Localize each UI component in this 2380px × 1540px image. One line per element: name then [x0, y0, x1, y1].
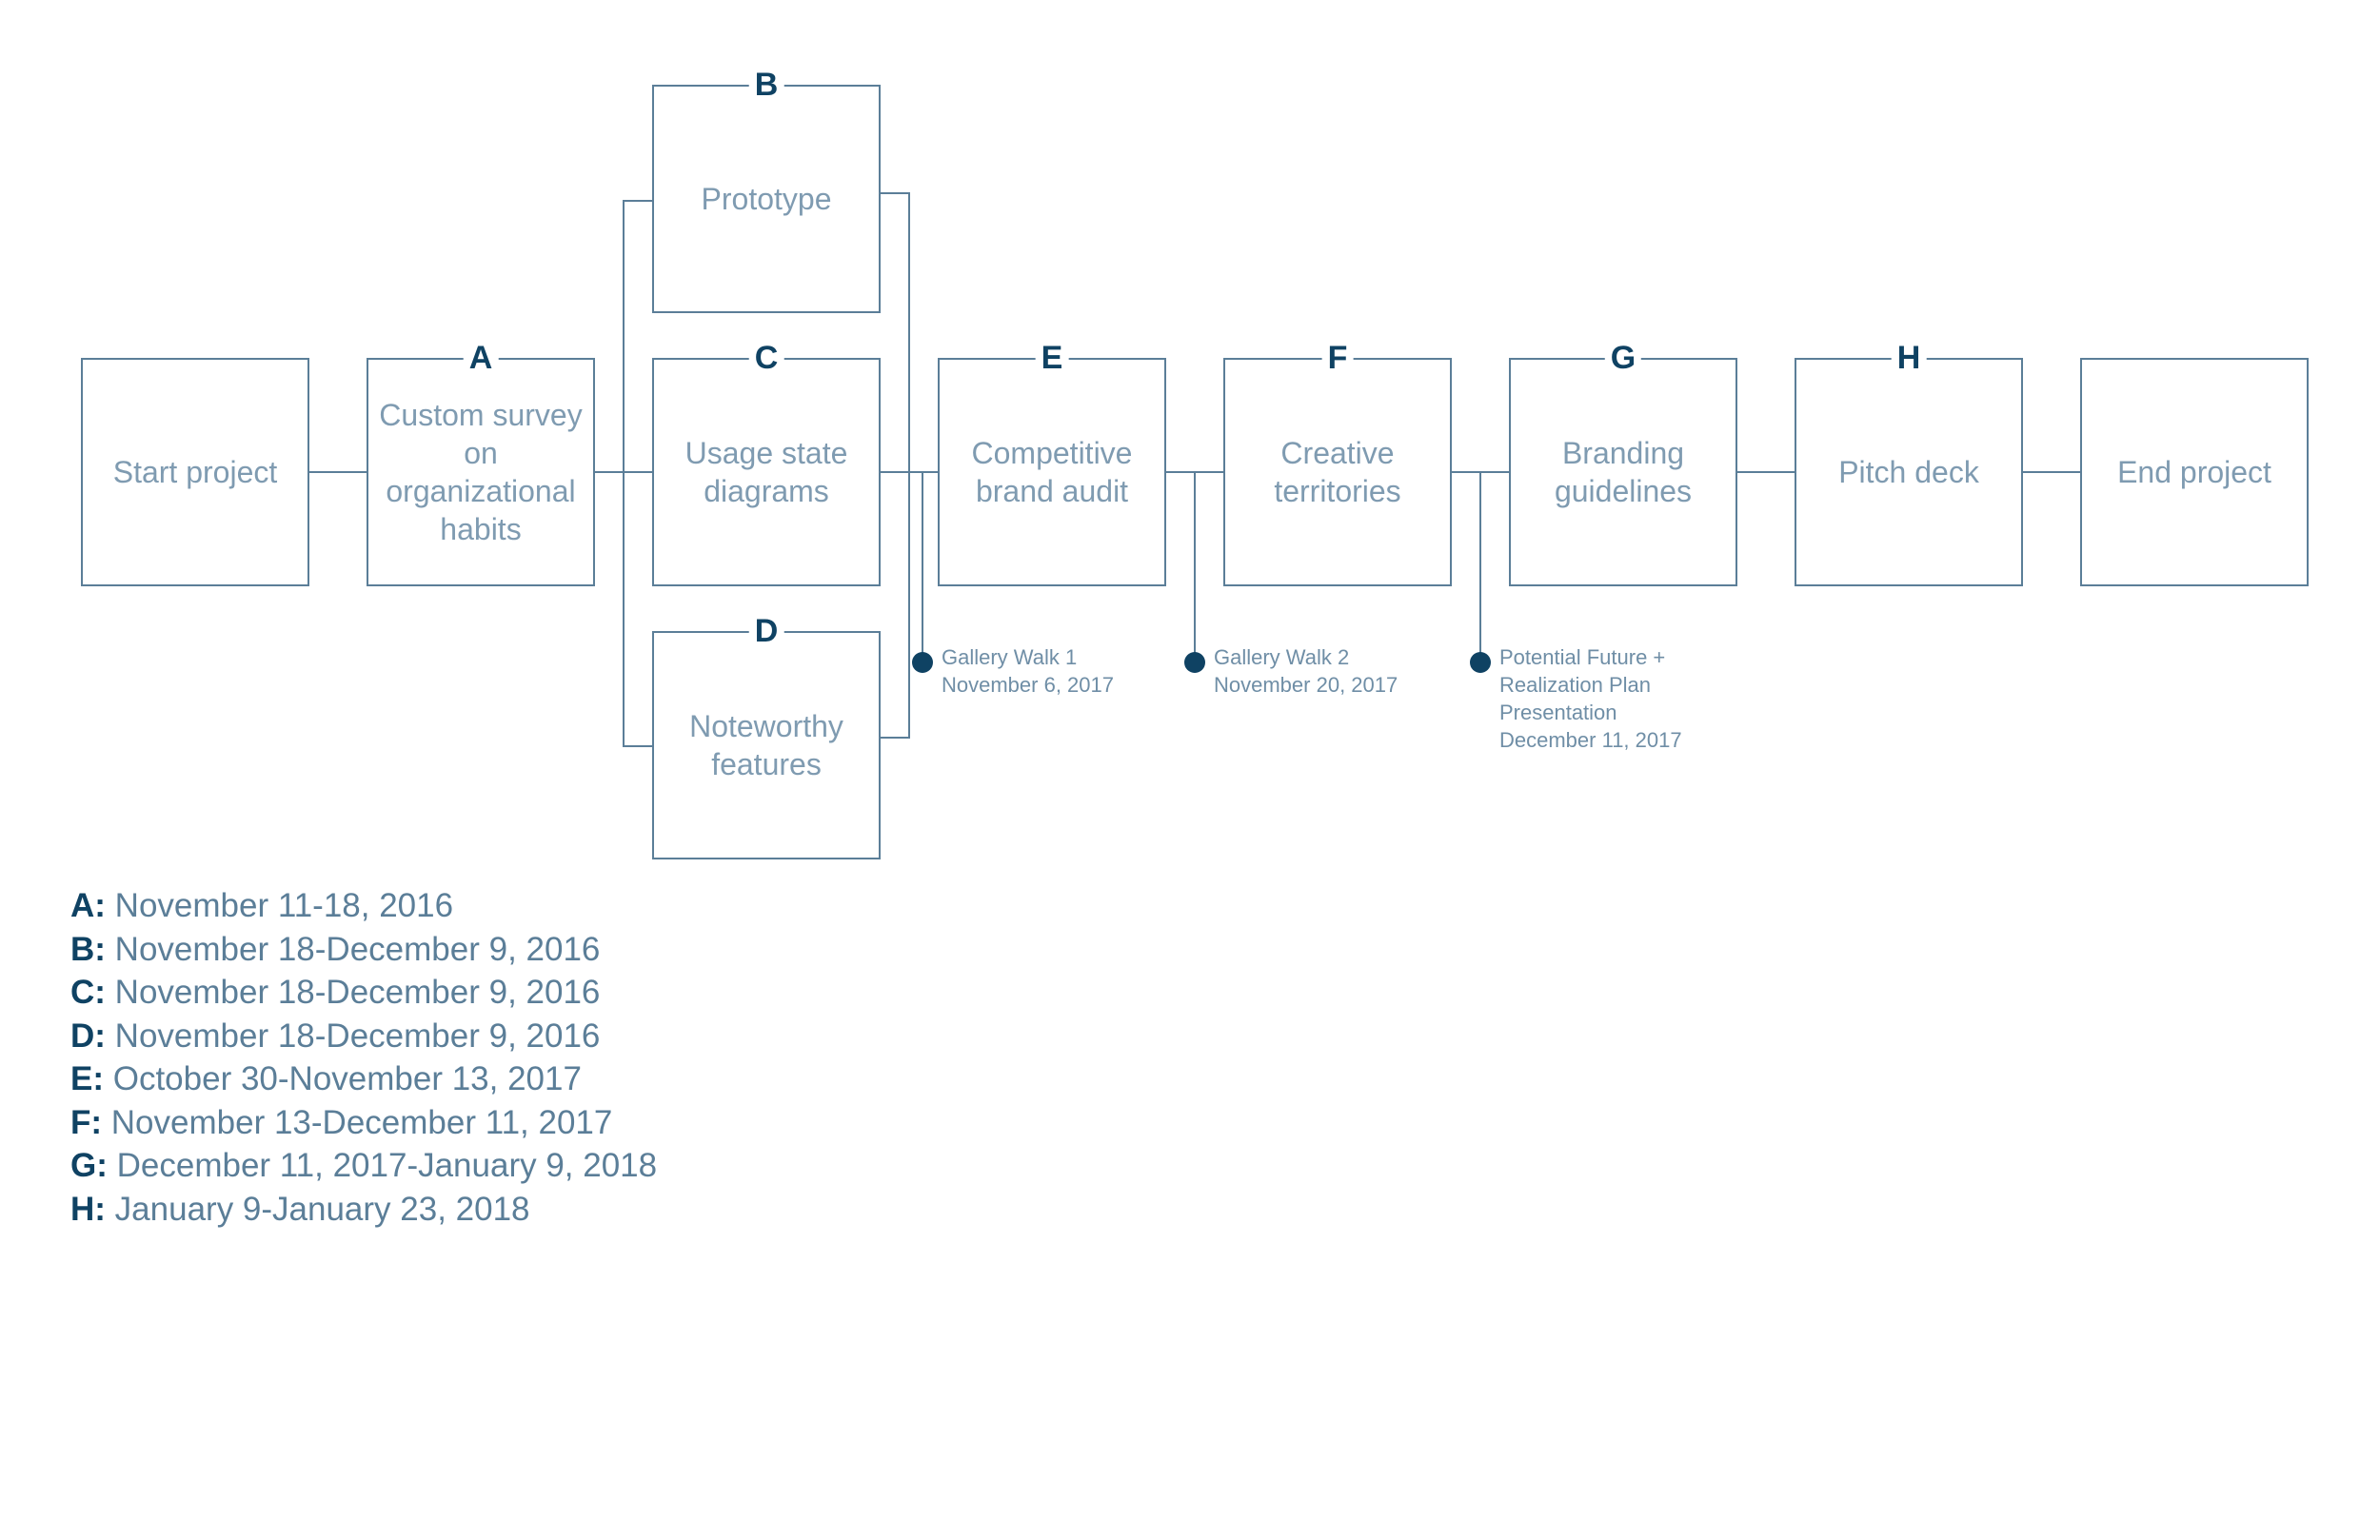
legend-dates: January 9-January 23, 2018: [114, 1190, 530, 1228]
node-g: Branding guidelines G: [1509, 337, 1737, 586]
node-end-project: End project: [2080, 358, 2309, 586]
milestone-title: Potential Future +: [1499, 645, 1666, 669]
legend-letter: F:: [70, 1103, 103, 1141]
node-letter: G: [1604, 337, 1642, 379]
legend-letter: D:: [70, 1017, 106, 1055]
legend-dates: December 11, 2017-January 9, 2018: [116, 1147, 658, 1184]
legend-dates: November 18-December 9, 2016: [114, 1017, 601, 1055]
legend-dates: November 18-December 9, 2016: [114, 930, 601, 968]
legend-row: F: November 13-December 11, 2017: [70, 1101, 657, 1145]
legend-row: D: November 18-December 9, 2016: [70, 1015, 657, 1058]
date-legend: A: November 11-18, 2016 B: November 18-D…: [70, 884, 657, 1231]
legend-letter: C:: [70, 974, 106, 1011]
legend-letter: E:: [70, 1060, 104, 1097]
legend-row: E: October 30-November 13, 2017: [70, 1057, 657, 1101]
legend-dates: November 13-December 11, 2017: [110, 1103, 613, 1141]
node-label: Custom survey on organizational habits: [379, 398, 583, 546]
node-h: Pitch deck H: [1795, 337, 2023, 586]
node-label: End project: [2117, 455, 2271, 489]
milestone-title: Gallery Walk 2: [1214, 645, 1350, 669]
milestone-title: Realization Plan: [1499, 673, 1651, 697]
legend-row: H: January 9-January 23, 2018: [70, 1188, 657, 1232]
node-label: Noteworthy features: [689, 709, 843, 781]
node-letter: A: [463, 337, 499, 379]
milestone-dot-2: [1184, 652, 1205, 673]
node-e: Competitive brand audit E: [938, 337, 1166, 586]
milestone-title: Presentation: [1499, 701, 1617, 724]
node-a: Custom survey on organizational habits A: [367, 337, 595, 586]
milestone-date: December 11, 2017: [1499, 728, 1682, 752]
node-letter: B: [748, 64, 784, 106]
node-label: Pitch deck: [1838, 455, 1979, 489]
node-letter: F: [1321, 337, 1354, 379]
legend-dates: November 11-18, 2016: [114, 887, 454, 924]
legend-row: B: November 18-December 9, 2016: [70, 928, 657, 972]
node-label: Usage state diagrams: [684, 436, 848, 508]
node-c: Usage state diagrams C: [652, 337, 881, 586]
milestone-dot-3: [1470, 652, 1491, 673]
node-label: Creative territories: [1274, 436, 1401, 508]
milestone-dot-1: [912, 652, 933, 673]
legend-dates: November 18-December 9, 2016: [114, 974, 601, 1011]
node-label: Competitive brand audit: [971, 436, 1133, 508]
legend-letter: B:: [70, 930, 106, 968]
node-letter: C: [748, 337, 784, 379]
node-letter: H: [1891, 337, 1927, 379]
node-letter: E: [1035, 337, 1069, 379]
node-label: Branding guidelines: [1554, 436, 1693, 508]
node-start-project: Start project: [81, 358, 309, 586]
legend-letter: A:: [70, 887, 106, 924]
milestone-presentation: Potential Future + Realization Plan Pres…: [1499, 643, 1682, 754]
legend-row: G: December 11, 2017-January 9, 2018: [70, 1144, 657, 1188]
milestone-gallery-walk-2: Gallery Walk 2 November 20, 2017: [1214, 643, 1398, 699]
milestone-date: November 20, 2017: [1214, 673, 1398, 697]
milestone-gallery-walk-1: Gallery Walk 1 November 6, 2017: [942, 643, 1114, 699]
milestone-title: Gallery Walk 1: [942, 645, 1078, 669]
node-f: Creative territories F: [1223, 337, 1452, 586]
legend-dates: October 30-November 13, 2017: [112, 1060, 582, 1097]
legend-letter: H:: [70, 1190, 106, 1228]
legend-letter: G:: [70, 1147, 108, 1184]
node-letter: D: [748, 610, 784, 652]
node-d: Noteworthy features D: [652, 610, 881, 859]
branch-bracket-right: [881, 192, 910, 739]
node-label: Start project: [112, 455, 278, 489]
milestone-date: November 6, 2017: [942, 673, 1114, 697]
legend-row: C: November 18-December 9, 2016: [70, 971, 657, 1015]
legend-row: A: November 11-18, 2016: [70, 884, 657, 928]
branch-bracket-left: [623, 200, 652, 747]
node-label: Prototype: [701, 182, 832, 216]
node-b: Prototype B: [652, 64, 881, 313]
